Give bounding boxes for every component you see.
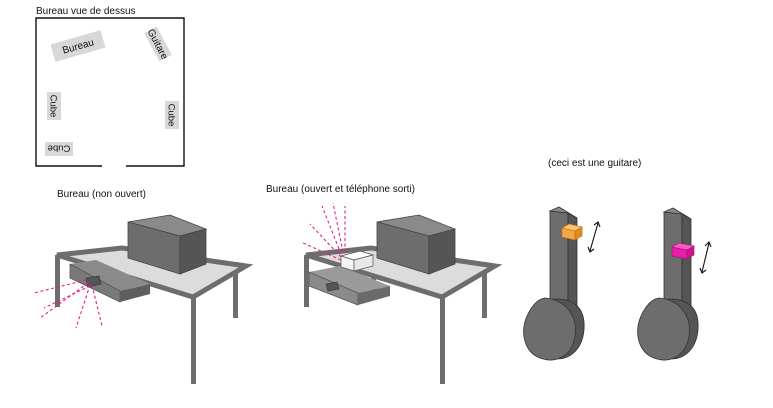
topview-cube-left: Cube [47, 92, 61, 120]
closed-desk-label: Bureau (non ouvert) [57, 189, 146, 200]
closed-desk-signal-rays [33, 279, 103, 329]
topview-cube-bottom-label: Cube [48, 143, 71, 154]
topview-title: Bureau vue de dessus [36, 6, 136, 17]
closed-desk-drawer-side [120, 284, 150, 302]
guitar-1-cube-top [561, 223, 583, 232]
closed-desk [33, 214, 254, 384]
guitar-1-motion-arrow [587, 221, 601, 253]
guitar-2-cube-top [671, 242, 695, 251]
open-desk-drawer-handle [325, 281, 340, 292]
closed-desk-drawer-top [70, 260, 150, 291]
open-desk-drawer-side [358, 286, 390, 305]
closed-desk-box-side [179, 228, 207, 275]
topview-cube-left-label: Cube [48, 95, 59, 118]
guitar-2-motion-arrow [699, 241, 712, 274]
guitar-2 [637, 207, 712, 361]
open-desk-phone-side [353, 254, 374, 272]
open-desk-drawer-top [309, 266, 390, 293]
guitar-1-body [523, 297, 576, 361]
guitar-label: (ceci est une guitare) [548, 158, 642, 169]
topview-cube-bottom: Cube [45, 142, 73, 156]
open-desk-label: Bureau (ouvert et téléphone sorti) [266, 184, 415, 195]
open-desk-box-side [428, 228, 456, 275]
open-desk-signal-rays [300, 202, 346, 261]
topview-cube-right-label: Cube [166, 104, 177, 127]
open-desk [300, 202, 503, 384]
topview-cube-right: Cube [165, 101, 179, 129]
guitar-1 [523, 206, 601, 361]
room-outline [35, 17, 185, 167]
guitar-2-body [637, 297, 690, 361]
topview-bureau: Bureau [50, 30, 106, 62]
